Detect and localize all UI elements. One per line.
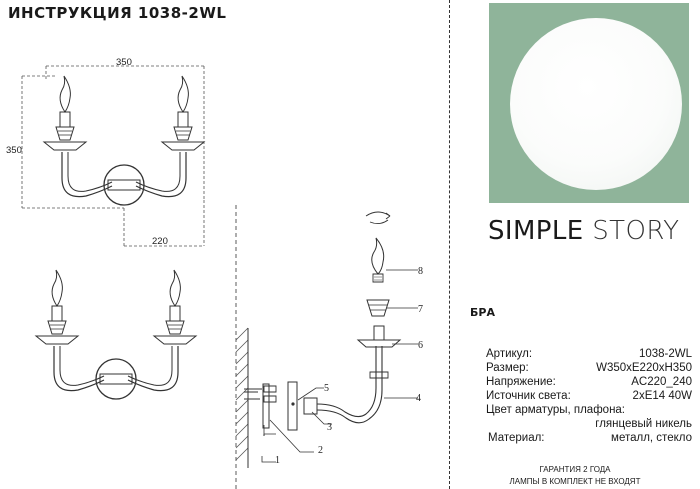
brand-name-first: SIMPLE <box>488 216 584 246</box>
brand-logo <box>489 3 689 203</box>
part-number-5: 5 <box>324 383 329 394</box>
dim-depth: 220 <box>152 236 168 247</box>
spec-label: Материал: <box>488 432 545 444</box>
technical-drawing: 350 350 220 <box>6 57 423 489</box>
part-number-6: 6 <box>418 340 423 351</box>
logo-circle-icon <box>510 18 682 190</box>
brand-name-second: STORY <box>592 216 680 246</box>
part-number-3: 3 <box>327 422 332 433</box>
brand-name: SIMPLE STORY <box>488 216 679 246</box>
part-number-8: 8 <box>418 266 423 277</box>
part-number-7: 7 <box>418 304 423 315</box>
spec-label: Цвет арматуры, плафона: <box>486 404 626 416</box>
spec-label: Напряжение: <box>486 376 556 388</box>
spec-label: Источник света: <box>486 390 571 402</box>
part-number-1: 1 <box>275 455 280 466</box>
page-title: ИНСТРУКЦИЯ 1038-2WL <box>8 4 227 22</box>
lamps-note: ЛАМПЫ В КОМПЛЕКТ НЕ ВХОДЯТ <box>509 477 641 486</box>
spec-value: металл, стекло <box>611 432 692 444</box>
spec-value: глянцевый никель <box>595 418 692 430</box>
dim-height: 350 <box>6 145 22 156</box>
section-divider <box>449 0 450 489</box>
spec-value: AC220_240 <box>631 376 692 388</box>
spec-label: Размер: <box>486 362 529 374</box>
spec-value: 1038-2WL <box>638 348 692 360</box>
spec-value: W350xE220xH350 <box>596 362 692 374</box>
spec-value: 2xE14 40W <box>632 390 692 402</box>
spec-label: Артикул: <box>486 348 533 360</box>
part-number-2: 2 <box>318 445 323 456</box>
part-number-4: 4 <box>416 393 421 404</box>
dim-width: 350 <box>116 57 132 68</box>
product-type: БРА <box>470 306 495 319</box>
warranty-note: ГАРАНТИЯ 2 ГОДА <box>539 465 611 474</box>
